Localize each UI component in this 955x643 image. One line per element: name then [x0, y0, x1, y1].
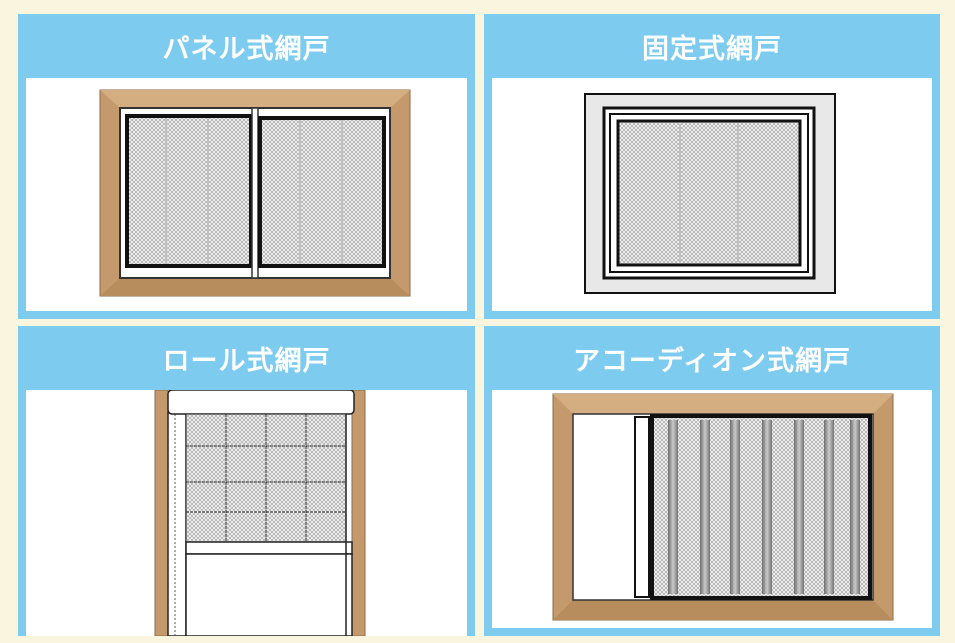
roll-screen-illustration	[26, 390, 467, 636]
accordion-screen-card: アコーディオン式網戸	[484, 326, 940, 636]
wood-frame-top-bevel	[553, 394, 893, 414]
roll-screen-drawing	[154, 390, 366, 636]
side-rail	[167, 411, 187, 636]
card-title: ロール式網戸	[162, 345, 331, 377]
fixed-screen-drawing	[584, 93, 836, 294]
wood-jamb-left	[154, 390, 169, 636]
open-area	[185, 553, 353, 636]
fixed-screen-illustration	[492, 78, 932, 311]
bottom-bar	[185, 541, 353, 555]
wood-frame-bottom-bevel	[100, 278, 410, 296]
fixed-mesh	[616, 119, 802, 267]
sash-divider	[251, 107, 259, 279]
accordion-screen-illustration	[492, 390, 932, 628]
pleats	[668, 420, 860, 594]
roll-screen-card: ロール式網戸	[18, 326, 475, 636]
accordion-handle-bar	[634, 416, 650, 598]
accordion-screen-drawing	[552, 393, 894, 621]
left-screen-panel	[125, 114, 253, 268]
pleated-mesh	[650, 414, 872, 600]
mesh-grid	[186, 414, 346, 542]
fixed-screen-card: 固定式網戸	[484, 14, 940, 319]
card-title: パネル式網戸	[162, 33, 331, 65]
card-title: アコーディオン式網戸	[572, 345, 852, 377]
card-title: 固定式網戸	[642, 33, 782, 65]
panel-screen-card: パネル式網戸	[18, 14, 475, 319]
roll-box	[167, 390, 355, 415]
panel-screen-illustration	[26, 78, 467, 311]
wood-jamb-right	[351, 390, 366, 636]
wood-frame-top-bevel	[100, 90, 410, 108]
wood-frame-bottom-bevel	[553, 600, 893, 620]
panel-screen-drawing	[99, 89, 411, 297]
right-screen-panel	[258, 116, 386, 268]
